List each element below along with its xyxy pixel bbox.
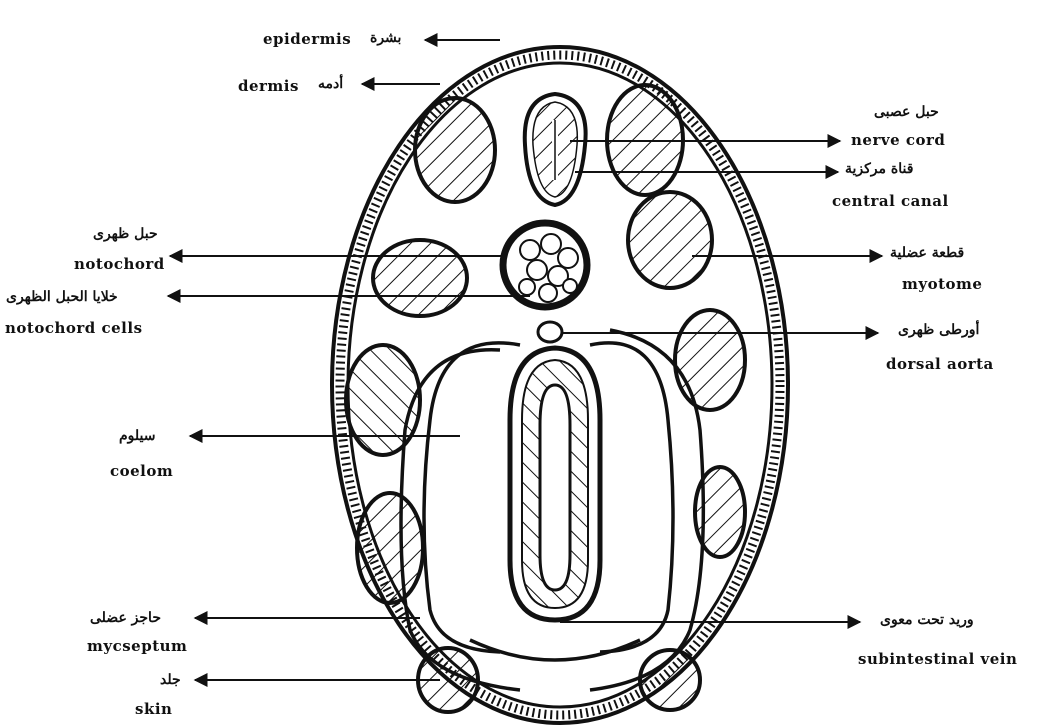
notochord-cells-label-en: notochord cells	[5, 319, 143, 337]
coelom-label-en: coelom	[110, 462, 173, 480]
notochord-cells-label-ar: خلايا الحبل الظهرى	[6, 289, 118, 305]
myoseptum-label-en: mycseptum	[87, 637, 187, 655]
central-canal-label-en: central canal	[832, 192, 949, 210]
nerve-cord	[525, 94, 586, 205]
dorsal-aorta	[538, 322, 562, 342]
intestine	[510, 348, 600, 620]
central-canal-label-ar: قناة مركزية	[845, 161, 913, 177]
skin-label-ar: جلد	[160, 672, 181, 688]
myoseptum-label-ar: حاجز عضلى	[90, 610, 161, 626]
epidermis-label-en: epidermis	[263, 30, 351, 48]
notochord-label-en: notochord	[74, 255, 165, 273]
notochord	[503, 223, 587, 307]
nerve-cord-label-ar: حبل عصبى	[874, 104, 939, 120]
dorsal-aorta-label-en: dorsal aorta	[886, 355, 994, 373]
notochord-label-ar: حبل ظهرى	[93, 226, 158, 242]
nerve-cord-label-en: nerve cord	[851, 131, 945, 149]
subintestinal-vein-label-ar: وريد تحت معوى	[880, 612, 974, 628]
dermis-label-en: dermis	[238, 77, 299, 95]
dorsal-aorta-label-ar: أورطى ظهرى	[898, 322, 979, 338]
dermis-label-ar: أدمه	[318, 76, 343, 92]
subintestinal-vein-label-en: subintestinal vein	[858, 650, 1017, 668]
myotome-label-en: myotome	[902, 275, 982, 293]
myotome-label-ar: قطعة عضلية	[890, 245, 964, 261]
skin-label-en: skin	[135, 700, 172, 718]
notochord-cell-cluster	[519, 234, 578, 302]
coelom-label-ar: سيلوم	[119, 428, 156, 444]
epidermis-label-ar: بشرة	[370, 30, 401, 46]
